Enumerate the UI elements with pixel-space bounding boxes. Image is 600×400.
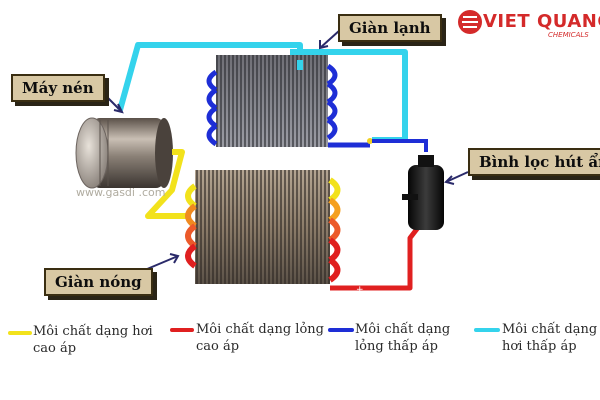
legend-label-line2: cao áp	[33, 341, 77, 356]
watermark-text: www.gasdi .com	[76, 186, 166, 199]
svg-text:+: +	[356, 285, 364, 295]
legend-item-high-pressure-vapor: Môi chất dạng hơi cao áp	[33, 323, 153, 357]
legend-swatches	[8, 328, 500, 335]
filter-drier	[372, 139, 444, 230]
high-pressure-liquid-pipe	[330, 223, 422, 291]
brand-tagline: CHEMICALS	[548, 31, 589, 39]
logo-icon	[458, 10, 482, 34]
legend-label-line1: Môi chất dạng lỏng	[196, 322, 324, 337]
legend-item-low-pressure-vapor: Môi chất dạng hơi thấp áp	[502, 321, 597, 355]
legend-item-low-pressure-liquid: Môi chất dạng lỏng thấp áp	[355, 321, 450, 355]
evaporator-label: Giàn lạnh	[338, 14, 442, 42]
evaporator-coil	[206, 55, 373, 148]
filter-drier-label: Bình lọc hút ẩm	[468, 148, 600, 176]
condenser-label: Giàn nóng	[44, 268, 153, 296]
high-pressure-vapor-pipe	[145, 149, 190, 219]
legend-label-line2: cao áp	[196, 339, 240, 354]
legend-label-line1: Môi chất dạng hơi	[33, 324, 153, 339]
legend-label-line1: Môi chất dạng	[502, 322, 598, 337]
condenser-coil	[185, 170, 341, 284]
brand-name: VIET QUANG	[483, 11, 600, 32]
compressor	[75, 117, 173, 189]
legend-label-line2: hơi thấp áp	[502, 339, 577, 354]
legend-label-line2: lỏng thấp áp	[355, 339, 438, 354]
legend-item-high-pressure-liquid: Môi chất dạng lỏng cao áp	[196, 321, 324, 355]
legend-label-line1: Môi chất dạng	[355, 322, 451, 337]
compressor-label: Máy nén	[11, 74, 105, 102]
